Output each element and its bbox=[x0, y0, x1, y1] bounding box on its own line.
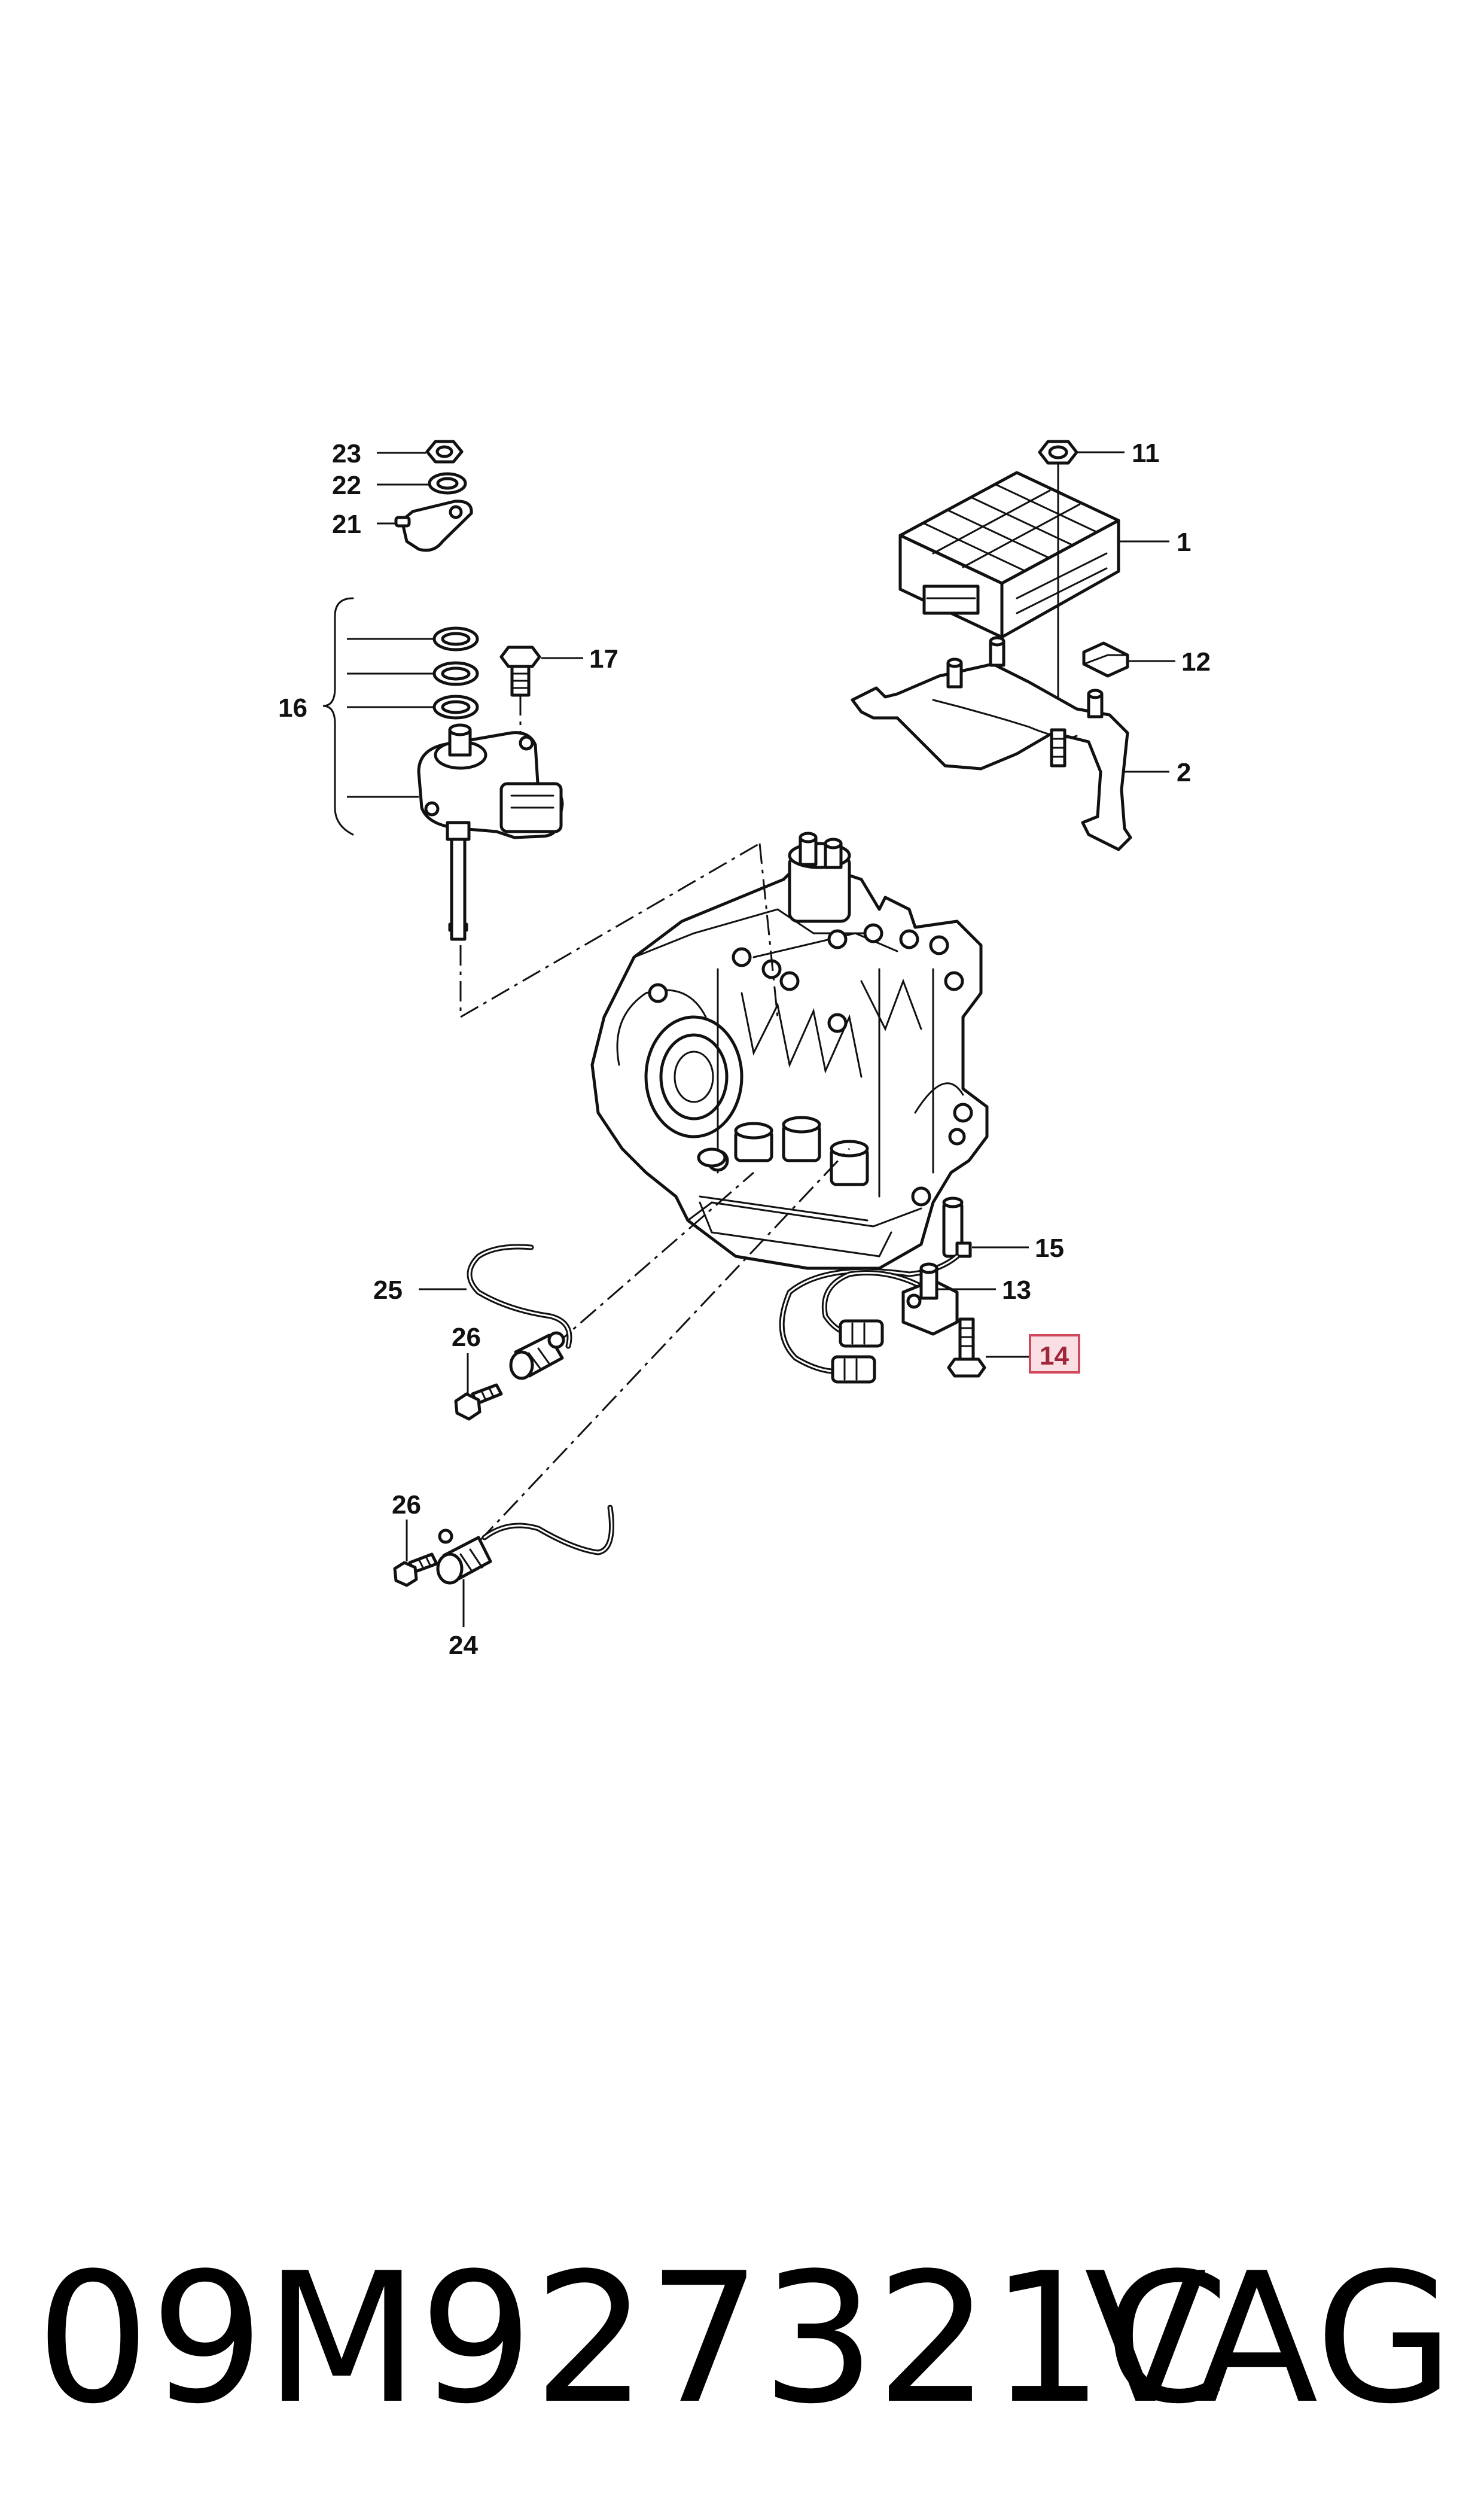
part-2-bracket bbox=[851, 636, 1132, 851]
callout-11[interactable]: 11 bbox=[1132, 439, 1160, 468]
callout-26-lower[interactable]: 26 bbox=[392, 1490, 421, 1520]
callout-1[interactable]: 1 bbox=[1177, 528, 1191, 557]
part-22-washer bbox=[428, 472, 467, 495]
gearbox-housing bbox=[590, 832, 989, 1270]
part-26-bolt-lower bbox=[393, 1552, 438, 1587]
highlight-box bbox=[1029, 1334, 1080, 1374]
part-11-nut bbox=[1038, 440, 1078, 465]
callout-17[interactable]: 17 bbox=[589, 644, 618, 674]
callout-26-upper[interactable]: 26 bbox=[452, 1323, 481, 1352]
brand-name: VAG bbox=[1084, 2234, 1454, 2443]
callout-2[interactable]: 2 bbox=[1177, 758, 1191, 787]
callout-14-highlight[interactable]: 14 bbox=[1029, 1334, 1080, 1374]
part-12-clip bbox=[1082, 641, 1129, 678]
callout-23[interactable]: 23 bbox=[332, 439, 361, 468]
part-13-speed-sensor bbox=[779, 1253, 960, 1384]
callout-12[interactable]: 12 bbox=[1181, 647, 1211, 677]
part-16-o-rings bbox=[432, 626, 479, 720]
part-24-sensor bbox=[436, 1505, 614, 1585]
footer: 09M927321C VAG bbox=[0, 2237, 1484, 2441]
part-21-selector-lever bbox=[394, 500, 473, 552]
part-23-nut bbox=[425, 440, 464, 464]
callout-21[interactable]: 21 bbox=[332, 510, 361, 539]
part-number: 09M927321C bbox=[36, 2234, 1230, 2443]
callout-15[interactable]: 15 bbox=[1035, 1234, 1064, 1263]
callout-24[interactable]: 24 bbox=[449, 1631, 478, 1660]
callout-13[interactable]: 13 bbox=[1002, 1275, 1031, 1305]
part-25-sensor bbox=[467, 1244, 572, 1380]
part-16-multi-function-switch bbox=[417, 723, 564, 941]
part-17-bolt bbox=[499, 646, 541, 697]
callout-25[interactable]: 25 bbox=[373, 1275, 403, 1305]
callout-14[interactable]: 14 bbox=[1040, 1341, 1069, 1371]
part-15-sensor bbox=[942, 1196, 972, 1258]
callout-16[interactable]: 16 bbox=[278, 693, 307, 723]
part-26-bolt-upper bbox=[454, 1383, 503, 1421]
part-1-control-unit bbox=[898, 471, 1120, 639]
part-14-bolt bbox=[947, 1317, 986, 1378]
callout-22[interactable]: 22 bbox=[332, 471, 361, 500]
